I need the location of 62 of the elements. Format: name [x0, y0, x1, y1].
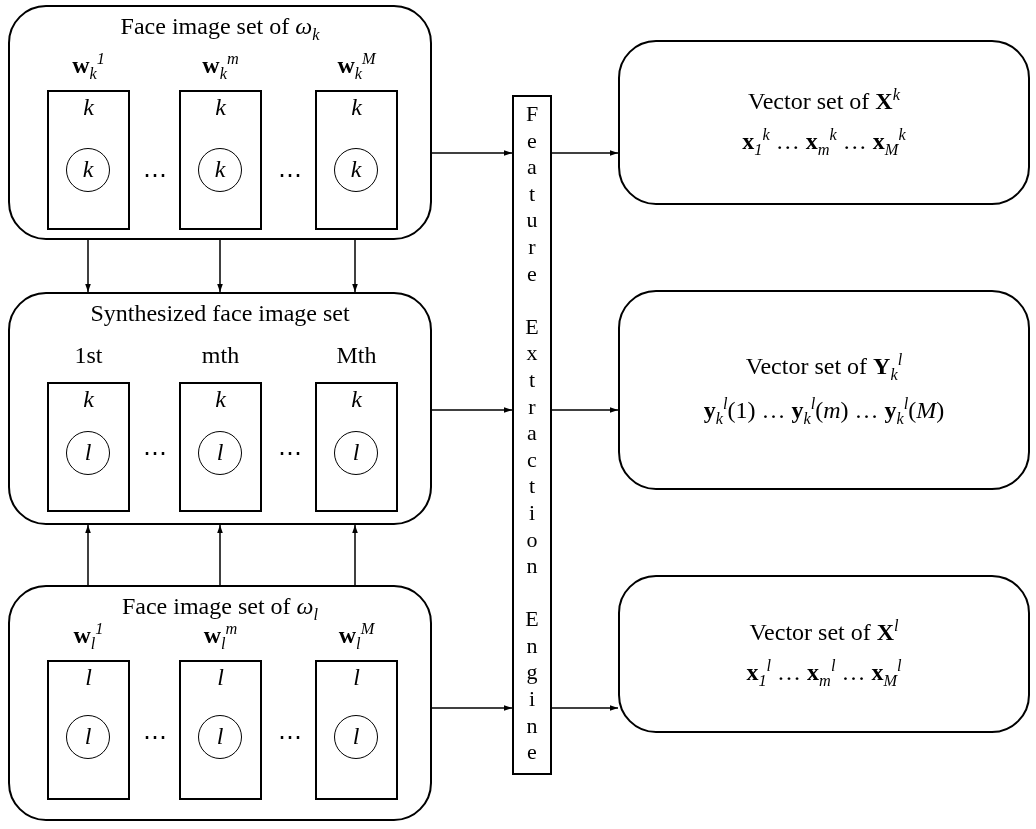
vector-list: y$_{k}$$^{l}$(1) … y$_{k}$$^{l}$(m) … y$_{k}$$^{l}$(M): [703, 395, 945, 429]
frame-label: k: [214, 94, 227, 122]
image-frame: [179, 660, 262, 800]
frame-label: k: [214, 386, 227, 414]
frame-label: l: [352, 664, 361, 692]
circle-label: l: [216, 439, 224, 467]
image-frame: [47, 90, 130, 230]
arrow: [352, 239, 358, 293]
ellipsis: ⋯: [143, 439, 167, 467]
image-frame: [315, 382, 398, 512]
frame-caption: Mth: [335, 342, 378, 370]
frame-label: l: [84, 664, 93, 692]
ellipsis: ⋯: [143, 723, 167, 751]
circle-label: l: [84, 439, 92, 467]
group-title: Face image set of ω$_{l}$: [120, 593, 320, 625]
arrow: [217, 239, 223, 293]
arrow: [551, 705, 619, 711]
arrow: [431, 150, 513, 156]
ellipsis: ⋯: [278, 439, 302, 467]
frame-label: k: [350, 386, 363, 414]
vector-set-box: [618, 575, 1030, 733]
arrow: [352, 524, 358, 586]
frame-label: k: [82, 94, 95, 122]
arrow: [431, 705, 513, 711]
arrow: [85, 239, 91, 293]
circle-label: k: [350, 156, 362, 184]
engine-box: [512, 95, 552, 775]
vector-set-box: [618, 290, 1030, 490]
frame-label: k: [82, 386, 95, 414]
image-frame: [179, 382, 262, 512]
rounded-group-box: [8, 5, 432, 240]
ellipsis: ⋯: [278, 723, 302, 751]
vector-title: Vector set of X$^{l}$: [749, 617, 899, 647]
vector-title: Vector set of X$^{k}$: [748, 85, 900, 116]
group-title: Synthesized face image set: [89, 300, 351, 328]
circle-label: l: [216, 723, 224, 751]
rounded-group-box: [8, 585, 432, 821]
image-frame: [315, 660, 398, 800]
arrow: [551, 407, 619, 413]
ellipsis: ⋯: [278, 161, 302, 189]
arrow: [217, 524, 223, 586]
image-frame: [315, 90, 398, 230]
circle-label: k: [82, 156, 94, 184]
rounded-group-box: [8, 292, 432, 525]
frame-label: l: [216, 664, 225, 692]
image-frame: [179, 90, 262, 230]
arrow: [85, 524, 91, 586]
image-frame: [47, 382, 130, 512]
vertical-title: Feature Extraction Engine: [524, 101, 540, 767]
frame-label: k: [350, 94, 363, 122]
circle-label: l: [352, 723, 360, 751]
image-frame: [47, 660, 130, 800]
circle-label: l: [352, 439, 360, 467]
circle-label: k: [214, 156, 226, 184]
arrow: [551, 150, 619, 156]
arrow: [431, 407, 513, 413]
group-title: Face image set of ω$_{k}$: [119, 13, 321, 45]
ellipsis: ⋯: [143, 161, 167, 189]
vector-set-box: [618, 40, 1030, 205]
circle-label: l: [84, 723, 92, 751]
frame-caption: 1st: [73, 342, 104, 370]
frame-caption: mth: [200, 342, 241, 370]
